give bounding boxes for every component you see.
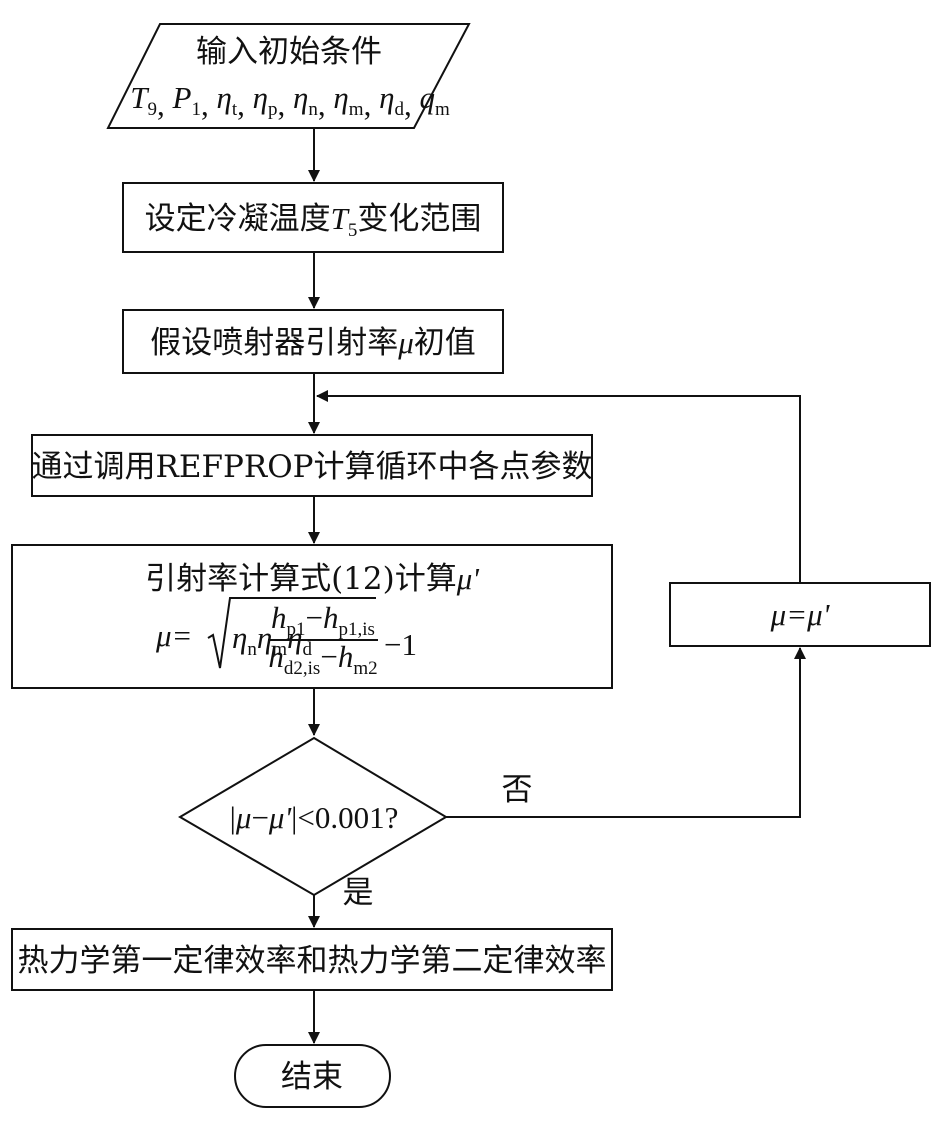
input-var-separator: , xyxy=(201,87,217,122)
arrow-update-to-loop xyxy=(316,390,801,583)
input-var-subscript: t xyxy=(232,99,238,120)
input-var-subscript: d xyxy=(394,99,404,120)
formula-eta-factors: ηnηmηd xyxy=(232,620,312,660)
input-var-separator: , xyxy=(278,87,294,122)
arrow-no-to-update xyxy=(446,647,806,818)
formula-numerator: hp1−hp1,is xyxy=(271,600,375,640)
input-var-separator: , xyxy=(364,87,380,122)
result-label: 热力学第一定律效率和热力学第二定律效率 xyxy=(18,943,607,979)
formula-lhs: μ= xyxy=(155,618,192,653)
formula-sqrt-sign xyxy=(207,597,376,669)
input-var-symbol: η xyxy=(253,80,268,115)
step-compute-ratio xyxy=(11,544,613,689)
formula-tail: −1 xyxy=(384,627,417,662)
branch-no-label: 否 xyxy=(502,772,533,808)
input-var-symbol: η xyxy=(379,80,394,115)
input-var-separator: , xyxy=(157,87,173,122)
step-call-refprop xyxy=(31,434,593,497)
branch-yes-label: 是 xyxy=(343,875,374,911)
input-var-symbol: P xyxy=(172,80,192,115)
input-var-separator: , xyxy=(237,87,253,122)
input-var-subscript: m xyxy=(349,99,364,120)
ratio-formula: μ= ηnηmηd hp1−hp1,is hd2,is−hm2 −1 xyxy=(155,597,417,679)
step-set-condense-temp-label: 设定冷凝温度T5变化范围 xyxy=(145,201,482,241)
step-compute-ratio-title: 引射率计算式(12)计算μ' xyxy=(145,561,480,597)
decision-label: |μ−μ'|<0.001? xyxy=(230,800,399,835)
input-title: 输入初始条件 xyxy=(196,34,382,70)
step-assume-ratio-label: 假设喷射器引射率μ初值 xyxy=(150,325,476,361)
end-label: 结束 xyxy=(281,1059,343,1095)
input-var-subscript: p xyxy=(268,99,278,120)
step-set-condense-temp xyxy=(122,182,504,253)
input-var-symbol: T xyxy=(130,80,150,115)
input-node xyxy=(106,23,471,129)
input-var-subscript: m xyxy=(435,99,450,120)
result-node xyxy=(11,928,613,991)
input-var-symbol: q xyxy=(419,80,435,115)
input-var-separator: , xyxy=(404,87,420,122)
end-node xyxy=(234,1044,391,1108)
step-assume-ratio xyxy=(122,309,504,374)
update-node xyxy=(669,582,931,647)
input-var-symbol: η xyxy=(293,80,308,115)
input-var-separator: , xyxy=(318,87,334,122)
input-var-subscript: 9 xyxy=(148,99,158,120)
decision-node xyxy=(178,736,448,897)
input-vars: T9, P1, ηt, ηp, ηn, ηm, ηd, qm xyxy=(130,80,450,122)
input-var-subscript: n xyxy=(308,99,318,120)
input-var-symbol: η xyxy=(333,80,348,115)
step-call-refprop-label: 通过调用REFPROP计算循环中各点参数 xyxy=(32,449,593,485)
update-label: μ=μ' xyxy=(770,597,831,632)
input-var-subscript: 1 xyxy=(191,99,201,120)
formula-denominator: hd2,is−hm2 xyxy=(268,639,377,679)
input-var-symbol: η xyxy=(216,80,231,115)
